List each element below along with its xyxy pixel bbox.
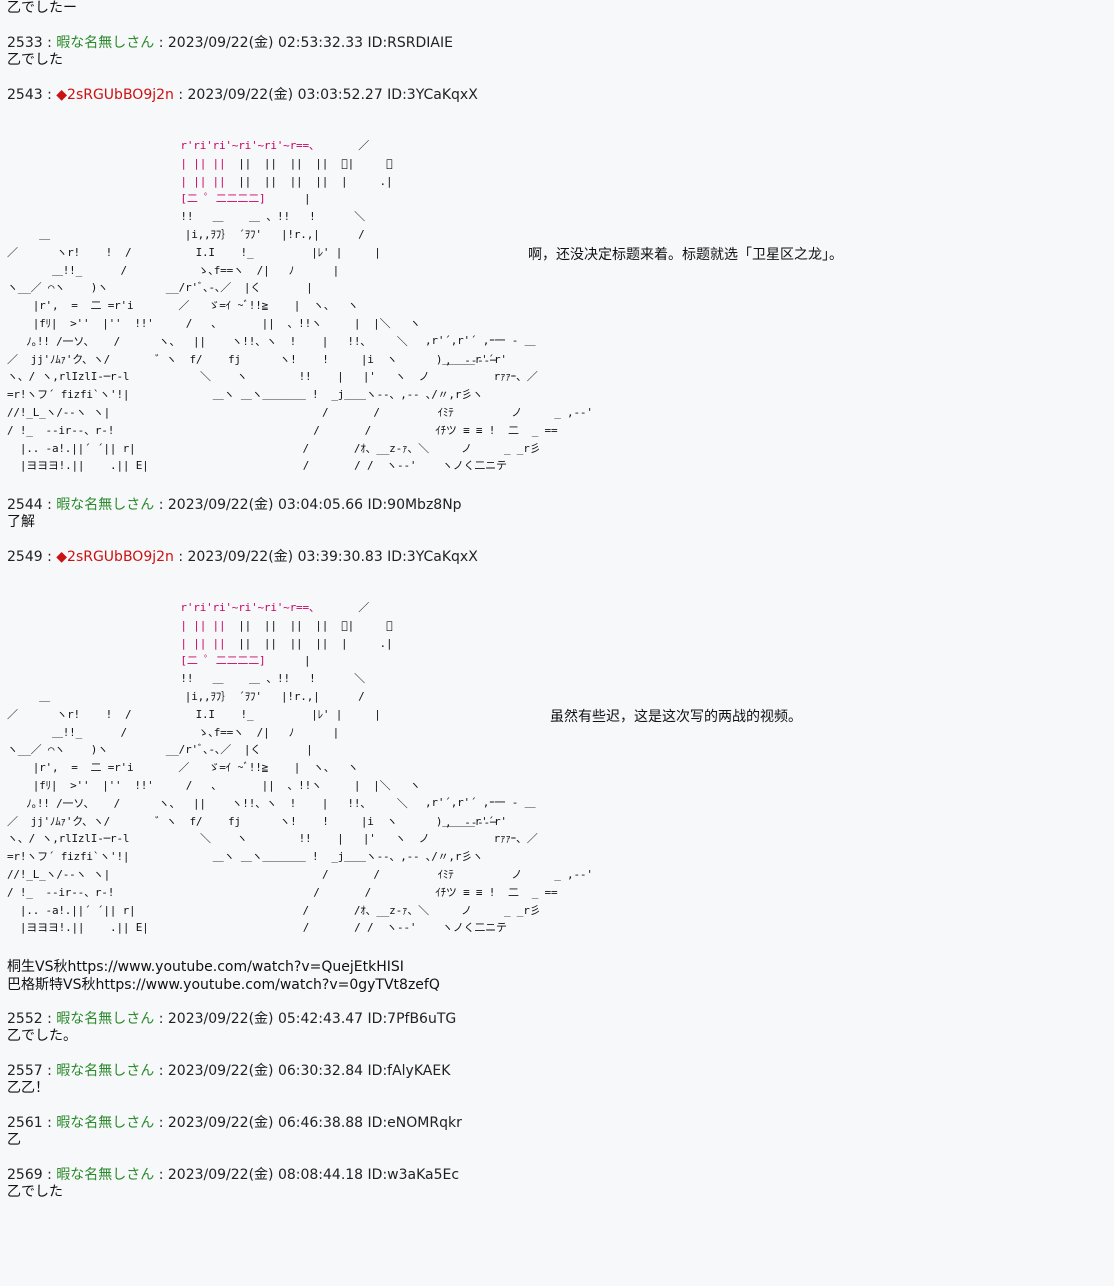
ascii-art-line: [二 ﾟ 二二二二] | [180,654,311,668]
separator: : [42,1115,57,1131]
post-header-2543: 2543 : ◆2sRGUbBO9j2n : 2023/09/22(金) 03:… [7,87,478,104]
post-header-2549: 2549 : ◆2sRGUbBO9j2n : 2023/09/22(金) 03:… [7,549,478,566]
post-header-2552: 2552 : 暇な名無しさん : 2023/09/22(金) 05:42:43.… [7,1011,456,1028]
post-side-text-2549: 虽然有些迟，这是这次写的两战的视频。 [550,709,802,725]
ascii-art-line: | || || || || || || ﾟ| ／ [180,156,393,170]
separator: : [42,87,57,103]
post-number[interactable]: 2544 [7,497,43,513]
post-body-2544: 了解 [7,514,35,530]
separator: : [42,1011,57,1027]
ascii-art-line: | || || || || || || | .| [180,174,393,188]
ascii-art-1: r'ri'ri'~ri'~ri'~r==、 ／ | || || || || ||… [7,137,593,475]
post-number[interactable]: 2543 [7,87,43,103]
ascii-art-line: | || || || || || || ﾟ| ／ [180,618,393,632]
post-meta: : 2023/09/22(金) 03:39:30.83 ID:3YCaKqxX [173,549,478,565]
poster-trip: ◆2sRGUbBO9j2n [56,549,174,565]
poster-name: 暇な名無しさん [56,1115,155,1131]
separator: : [42,497,57,513]
post-meta: : 2023/09/22(金) 06:46:38.88 ID:eNOMRqkr [154,1115,462,1131]
post-number[interactable]: 2533 [7,35,43,51]
post-body-2533: 乙でした [7,52,63,68]
post-body-2557: 乙乙！ [7,1080,49,1096]
ascii-art-fragment: ,r'´,r'´ ,ｰ一 ‐ ＿ [425,334,536,347]
post-body-2561: 乙 [7,1132,21,1148]
post-header-2561: 2561 : 暇な名無しさん : 2023/09/22(金) 06:46:38.… [7,1115,462,1132]
ascii-art-line: / !_ ‐-ir--、r-! / / ｲﾁツ ≡ ≡ ! 二 _ == [7,423,558,437]
separator: : [42,549,57,565]
ascii-art-fragment: , -‐--─ [445,816,497,829]
ascii-art-line: =r!ヽフ´ fizfi`ヽ'!| ＿ヽ ＿ヽ＿＿＿＿ ! _j＿＿ヽ--、,-… [7,388,483,402]
separator: : [42,1167,57,1183]
ascii-art-line: |ヨヨヨ!.|| .|| E| / / / ヽ--' ヽノく二ニテ [7,921,507,935]
ascii-art-line: !! ＿ ＿ 、!! ! ＼ [7,210,365,224]
ascii-art-line: //!_L_ヽ/--ヽ ヽ| / / ｲﾐﾃ ノ _ ,--' [7,867,593,881]
ascii-art-line: |.. -a!.||´ ´|| r| / /ｵ、__z-ｧ、＼ ノ _ _r彡 [7,441,541,455]
ascii-art-line: r'ri'ri'~ri'~ri'~r==、 ／ [180,601,370,614]
ascii-art-line: |r', = 二 =r'i ／ ゞ=ｲ ~ﾞ!!≧ | ヽ、 ヽ [7,299,359,313]
ascii-art-line: ／ ヽr! ! / I.I !_ |ﾚ' | | [7,707,381,721]
ascii-art-line: r'ri'ri'~ri'~ri'~r==、 ／ [180,139,370,152]
post-meta: : 2023/09/22(金) 06:30:32.84 ID:fAlyKAEK [154,1063,451,1079]
video-link-2[interactable]: 巴格斯特VS秋https://www.youtube.com/watch?v=0… [7,977,440,993]
post-header-2544: 2544 : 暇な名無しさん : 2023/09/22(金) 03:04:05.… [7,497,462,514]
poster-name: 暇な名無しさん [56,1063,155,1079]
post-meta: : 2023/09/22(金) 03:03:52.27 ID:3YCaKqxX [173,87,478,103]
ascii-art-line: ﾉ｡!! /一ソ、 / ヽ、 || ヽ!!、ヽ ! | !!、 ＼ [7,796,408,810]
ascii-art-fragment: ,r'´,r'´ ,ｰ一 ‐ ＿ [425,796,536,809]
ascii-art-line: ／ ヽr! ! / I.I !_ |ﾚ' | | [7,245,381,259]
ascii-art-line: ／ jj'ﾉﾑｧ'ク、ヽ/ ゛ヽ f/ fj ヽ! ! |i ヽ )＿＿＿r'´… [7,814,507,828]
ascii-art-line: |fﾘ| >'' |'' !!' / ､ || 、!!ヽ | |＼ ヽ [7,316,421,330]
post-meta: : 2023/09/22(金) 05:42:43.47 ID:7PfB6uTG [154,1011,457,1027]
video-link-1[interactable]: 桐生VS秋https://www.youtube.com/watch?v=Que… [7,959,404,975]
ascii-art-line: ＿ |i,,ｦﾌ｝ ´ｦﾌ' |!r.,| / [7,689,365,703]
post-meta: : 2023/09/22(金) 02:53:32.33 ID:RSRDIAIE [154,35,453,51]
post-number[interactable]: 2552 [7,1011,43,1027]
ascii-art-line: [二 ﾟ 二二二二] | [180,192,311,206]
post-body-2569: 乙でした [7,1184,63,1200]
top-line: 乙でしたー [7,0,77,16]
post-number[interactable]: 2561 [7,1115,43,1131]
ascii-art-line: ヽ、/ ヽ,rlIzlI-─r-l ＼ ヽ !! | |' ヽ ノ rｧｧｰ、／ [7,370,538,384]
poster-name: 暇な名無しさん [56,35,155,51]
ascii-art-line: |ヨヨヨ!.|| .|| E| / / / ヽ--' ヽノく二ニテ [7,459,507,473]
post-body-2552: 乙でした。 [7,1028,77,1044]
ascii-art-line: ＿!!_ / ゝ､f==ヽ /| ﾉ | [7,263,340,277]
ascii-art-line: | || || || || || || | .| [180,636,393,650]
post-meta: : 2023/09/22(金) 03:04:05.66 ID:90Mbz8Np [154,497,462,513]
post-header-2557: 2557 : 暇な名無しさん : 2023/09/22(金) 06:30:32.… [7,1063,450,1080]
poster-trip: ◆2sRGUbBO9j2n [56,87,174,103]
separator: : [42,1063,57,1079]
post-number[interactable]: 2557 [7,1063,43,1079]
ascii-art-line: ﾉ｡!! /一ソ、 / ヽ、 || ヽ!!、ヽ ! | !!、 ＼ [7,334,408,348]
ascii-art-2: r'ri'ri'~ri'~ri'~r==、 ／ | || || || || ||… [7,599,593,937]
ascii-art-line: ＿!!_ / ゝ､f==ヽ /| ﾉ | [7,725,340,739]
post-meta: : 2023/09/22(金) 08:08:44.18 ID:w3aKa5Ec [154,1167,460,1183]
post-number[interactable]: 2549 [7,549,43,565]
post-side-text-2543: 啊，还没决定标题来着。标题就选「卫星区之龙」。 [528,247,843,263]
ascii-art-line: ヽ__／ ⌒ヽ )ヽ __/r'ﾞ､-､／ |く | [7,743,313,757]
ascii-art-line: |r', = 二 =r'i ／ ゞ=ｲ ~ﾞ!!≧ | ヽ、 ヽ [7,761,359,775]
ascii-art-line: !! ＿ ＿ 、!! ! ＼ [7,672,365,686]
poster-name: 暇な名無しさん [56,497,155,513]
ascii-art-line: ＿ |i,,ｦﾌ｝ ´ｦﾌ' |!r.,| / [7,227,365,241]
poster-name: 暇な名無しさん [56,1167,155,1183]
post-number[interactable]: 2569 [7,1167,43,1183]
ascii-art-line: |fﾘ| >'' |'' !!' / ､ || 、!!ヽ | |＼ ヽ [7,778,421,792]
ascii-art-fragment: , -‐--─ [445,354,497,367]
ascii-art-line: =r!ヽフ´ fizfi`ヽ'!| ＿ヽ ＿ヽ＿＿＿＿ ! _j＿＿ヽ--、,-… [7,850,483,864]
post-header-2569: 2569 : 暇な名無しさん : 2023/09/22(金) 08:08:44.… [7,1167,459,1184]
post-header-2533: 2533 : 暇な名無しさん : 2023/09/22(金) 02:53:32.… [7,35,453,52]
ascii-art-line: ヽ__／ ⌒ヽ )ヽ __/r'ﾞ､-､／ |く | [7,281,313,295]
ascii-art-line: |.. -a!.||´ ´|| r| / /ｵ、__z-ｧ、＼ ノ _ _r彡 [7,903,541,917]
separator: : [42,35,57,51]
ascii-art-line: ヽ、/ ヽ,rlIzlI-─r-l ＼ ヽ !! | |' ヽ ノ rｧｧｰ、／ [7,832,538,846]
ascii-art-line: / !_ ‐-ir--、r-! / / ｲﾁツ ≡ ≡ ! 二 _ == [7,885,558,899]
ascii-art-line: //!_L_ヽ/--ヽ ヽ| / / ｲﾐﾃ ノ _ ,--' [7,405,593,419]
poster-name: 暇な名無しさん [56,1011,155,1027]
ascii-art-line: ／ jj'ﾉﾑｧ'ク、ヽ/ ゛ヽ f/ fj ヽ! ! |i ヽ )＿＿＿r'´… [7,352,507,366]
